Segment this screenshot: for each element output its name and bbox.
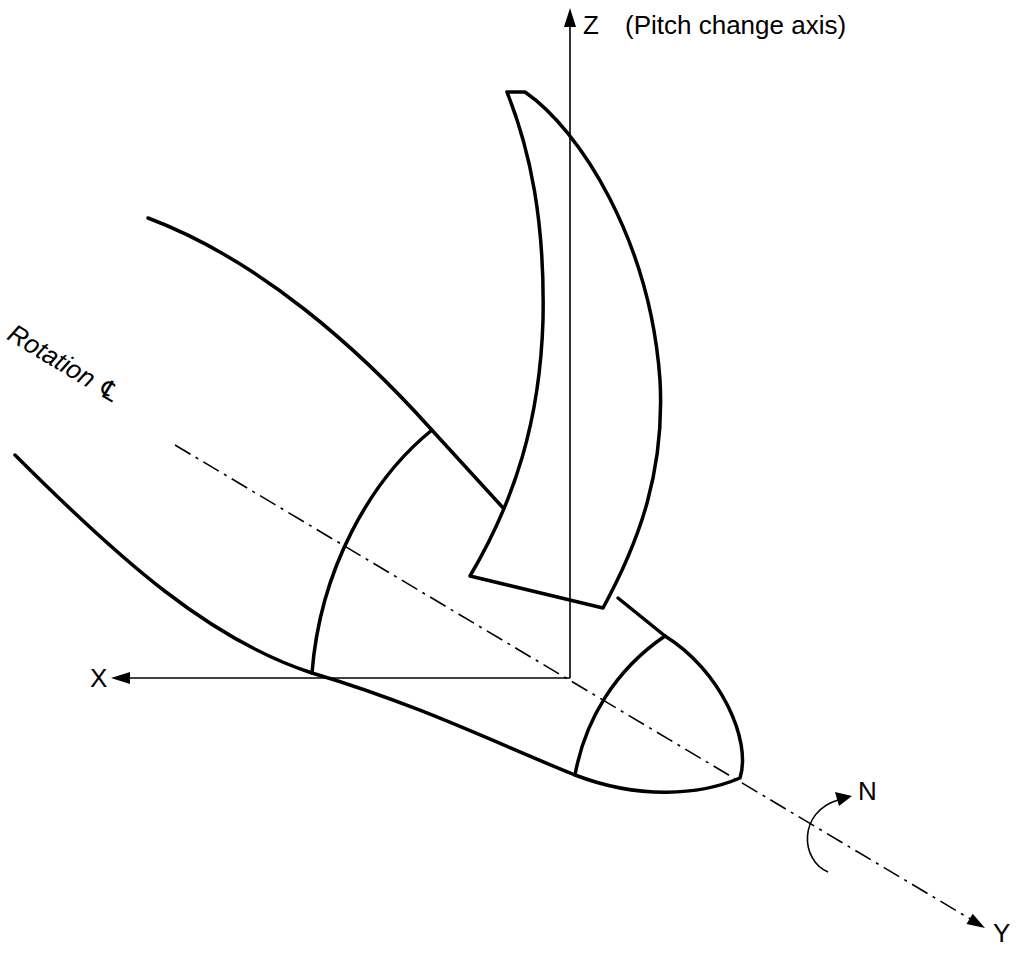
propeller-blade: [470, 92, 661, 608]
x-axis: [128, 677, 570, 679]
spinner-ring: [575, 636, 665, 775]
rotation-label: N: [858, 776, 877, 806]
nacelle-outline: [618, 598, 665, 636]
z-axis: [569, 22, 571, 678]
rotation-arrow: [807, 800, 838, 872]
arrowhead: [967, 914, 986, 928]
arrowhead: [111, 672, 130, 684]
hub-ring: [312, 430, 432, 673]
centerline-label: Rotation ℄: [3, 318, 128, 409]
arrowhead: [835, 792, 852, 806]
axis-label: Y: [993, 918, 1010, 948]
nacelle-outline: [15, 455, 575, 775]
rotation-centerline: [175, 445, 972, 920]
arrowhead: [564, 8, 576, 27]
axis-label: Z: [583, 10, 599, 40]
axis-label: X: [90, 663, 107, 693]
nacelle-outline: [148, 218, 505, 510]
axis-description: (Pitch change axis): [625, 10, 846, 40]
